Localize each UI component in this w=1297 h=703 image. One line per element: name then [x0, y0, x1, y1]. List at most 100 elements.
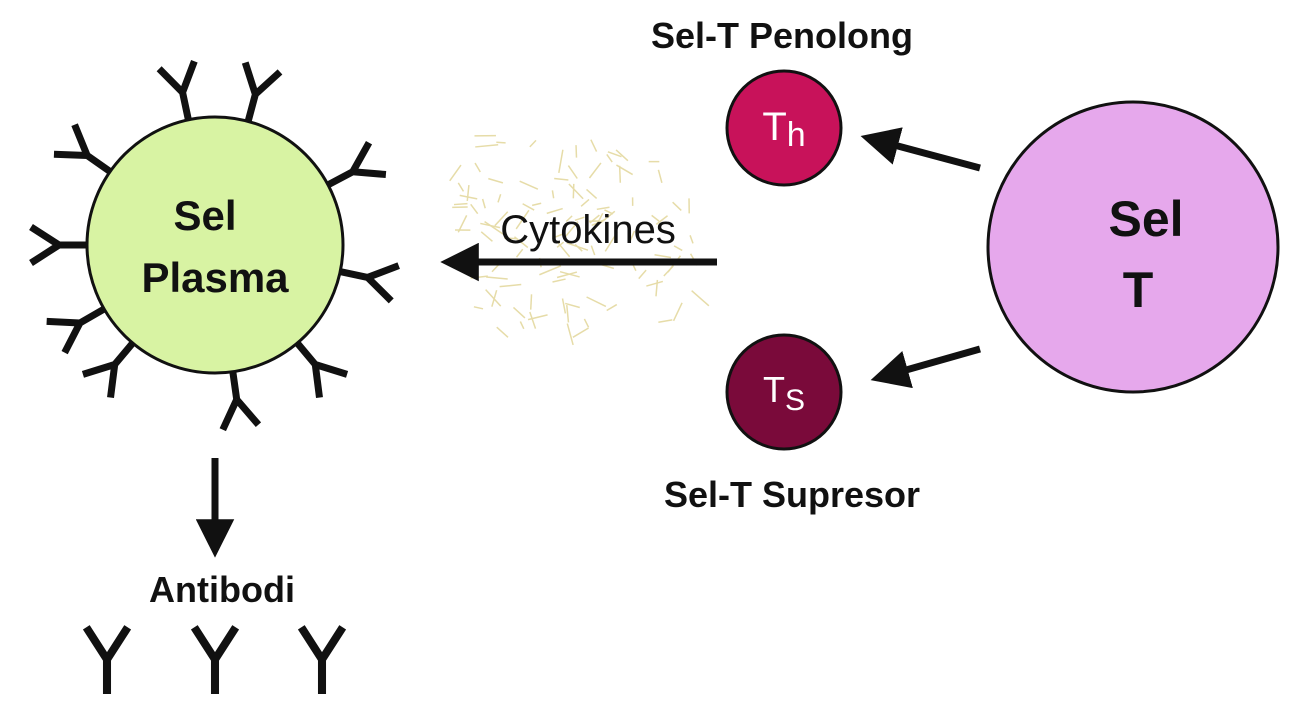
receptor-antibody-icon [53, 123, 114, 176]
cytokine-fiber [473, 306, 484, 310]
cytokine-fiber [515, 248, 524, 258]
cytokine-fiber [629, 230, 636, 243]
cytokine-fiber [512, 306, 526, 319]
cytokine-fiber [654, 254, 672, 259]
cytokine-fiber [551, 190, 555, 199]
cytokine-fiber [586, 296, 607, 308]
cytokine-fiber [568, 183, 584, 200]
cytokine-fiber [457, 182, 465, 192]
cytokine-fiber [590, 245, 596, 256]
cytokine-fiber [583, 318, 590, 328]
free-antibodies [82, 625, 347, 694]
receptor-antibody-icon [46, 304, 108, 355]
plasma-cell-circle [85, 115, 345, 375]
cytokine-fiber [529, 294, 533, 310]
cytokine-fiber [565, 215, 573, 223]
cytokine-fiber [606, 153, 613, 163]
cytokine-fiber [689, 235, 694, 244]
suppressor-t-cell-title: Sel-T Supresor [664, 474, 920, 515]
cytokine-fiber [449, 164, 462, 182]
cytokine-fiber [580, 198, 590, 207]
t-cell-label-line2: T [1123, 262, 1154, 318]
cytokine-fiber [646, 280, 664, 287]
cytokine-fiber [480, 222, 501, 229]
cytokines-label: Cytokines [500, 208, 676, 252]
cytokine-fiber [604, 209, 614, 215]
cytokine-fiber [481, 198, 486, 209]
cytokine-fiber [556, 241, 565, 248]
helper-t-cell-symbol-main: T [762, 105, 786, 149]
cytokine-fiber [488, 177, 504, 184]
cytokine-fiber [556, 271, 578, 279]
cytokine-fiber [607, 151, 622, 158]
cytokine-fiber [484, 221, 505, 236]
cytokine-fiber [616, 164, 634, 176]
cytokine-fiber [485, 289, 502, 307]
antibody-label: Antibodi [149, 569, 295, 610]
cytokine-fiber [474, 162, 481, 173]
cytokine-fiber [558, 149, 564, 174]
cytokine-fiber [486, 276, 508, 280]
t-cell-to-suppressor-arrow [870, 345, 981, 389]
cytokine-fiber [586, 188, 598, 199]
cytokine-fiber [453, 202, 468, 206]
free-antibody-icon [190, 625, 240, 694]
cytokine-fiber [591, 218, 607, 227]
cytokine-fiber [566, 305, 570, 323]
cytokine-fiber [604, 231, 618, 252]
cytokine-fiber [554, 177, 569, 181]
helper-t-cell-symbol: Th [762, 105, 805, 154]
cytokine-fiber [574, 216, 585, 222]
receptor-antibody-icon [219, 369, 262, 432]
cytokine-fiber [672, 302, 683, 322]
helper-t-cell-title: Sel-T Penolong [651, 15, 913, 56]
cytokine-fiber [519, 321, 525, 330]
cytokine-fiber [615, 149, 629, 162]
plasma-cell-receptors [29, 60, 400, 432]
plasma-cell-label-line1: Sel [173, 192, 236, 239]
cytokine-fiber [529, 311, 537, 329]
receptor-antibody-icon [337, 262, 400, 304]
cytokine-fiber [546, 207, 563, 215]
cytokine-fiber [475, 144, 499, 148]
cytokine-fibers [449, 134, 710, 346]
receptor-antibody-icon [81, 339, 137, 398]
suppressor-t-cell-symbol-main: T [763, 369, 785, 410]
cytokine-fiber [552, 278, 566, 283]
cytokine-fiber [596, 206, 610, 211]
t-cell-label-line1: Sel [1108, 191, 1183, 247]
cytokine-fiber [519, 180, 539, 190]
plasma-cell-label-line2: Plasma [141, 254, 289, 301]
cytokine-fiber [497, 194, 502, 203]
cytokine-fiber [531, 202, 542, 207]
cytokine-fiber [572, 327, 589, 338]
receptor-antibody-icon [29, 224, 89, 266]
cytokine-fiber [606, 303, 618, 312]
cytokine-fiber [567, 165, 578, 179]
cytokine-fiber [672, 201, 682, 212]
cytokine-fiber [491, 290, 498, 307]
cytokine-fiber [563, 221, 579, 240]
free-antibody-icon [297, 625, 347, 694]
suppressor-t-cell-circle [725, 333, 843, 451]
t-cell-to-helper-arrow [860, 127, 981, 172]
suppressor-t-cell-symbol-sub: S [785, 384, 805, 417]
cytokine-fiber [470, 275, 488, 279]
cytokine-fiber [588, 162, 602, 179]
cytokine-fiber [539, 265, 562, 276]
cytokine-fiber [466, 184, 470, 202]
cytokine-fiber [663, 265, 674, 277]
cytokine-fiber [503, 237, 518, 240]
t-cell-circle [986, 100, 1280, 394]
cytokine-fiber [561, 298, 567, 314]
cytokine-fiber [496, 141, 506, 144]
cytokine-fiber [529, 139, 537, 148]
cytokine-fiber [513, 236, 529, 249]
receptor-antibody-icon [324, 141, 387, 189]
cytokine-fiber [496, 326, 509, 338]
free-antibody-icon [82, 625, 132, 694]
cytokine-fiber [638, 269, 647, 280]
cytokine-fiber [559, 270, 580, 278]
cytokine-fiber [618, 165, 622, 183]
cytokine-fiber [657, 169, 663, 184]
